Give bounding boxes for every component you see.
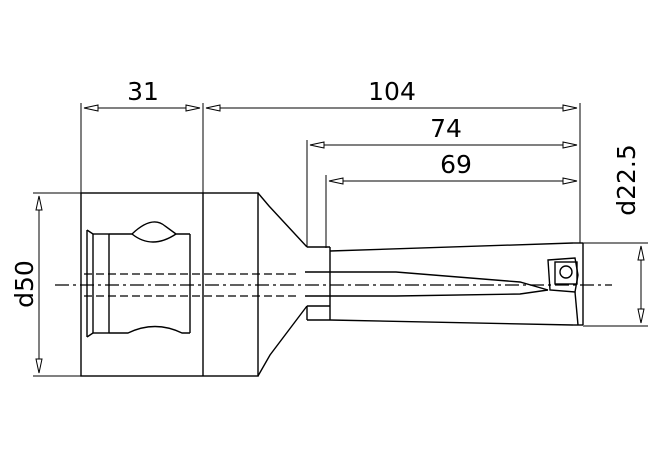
dim-label-d50: d50 [10,260,39,308]
coolant-channels [84,273,300,297]
dim-label-74: 74 [430,114,462,143]
dim-label-104: 104 [368,77,416,106]
dimension-104: 104 [205,77,581,243]
dimension-31: 31 [80,77,204,200]
insert-screw-icon [559,265,573,279]
dim-label-d22-5: d22.5 [612,144,641,216]
dim-label-69: 69 [440,150,472,179]
drill-body [305,242,584,326]
dim-label-31: 31 [127,77,159,106]
dimension-74: 74 [306,114,578,247]
dimension-d22-5: d22.5 [583,144,648,327]
dimension-69: 69 [325,150,578,248]
taper-neck [257,192,331,377]
